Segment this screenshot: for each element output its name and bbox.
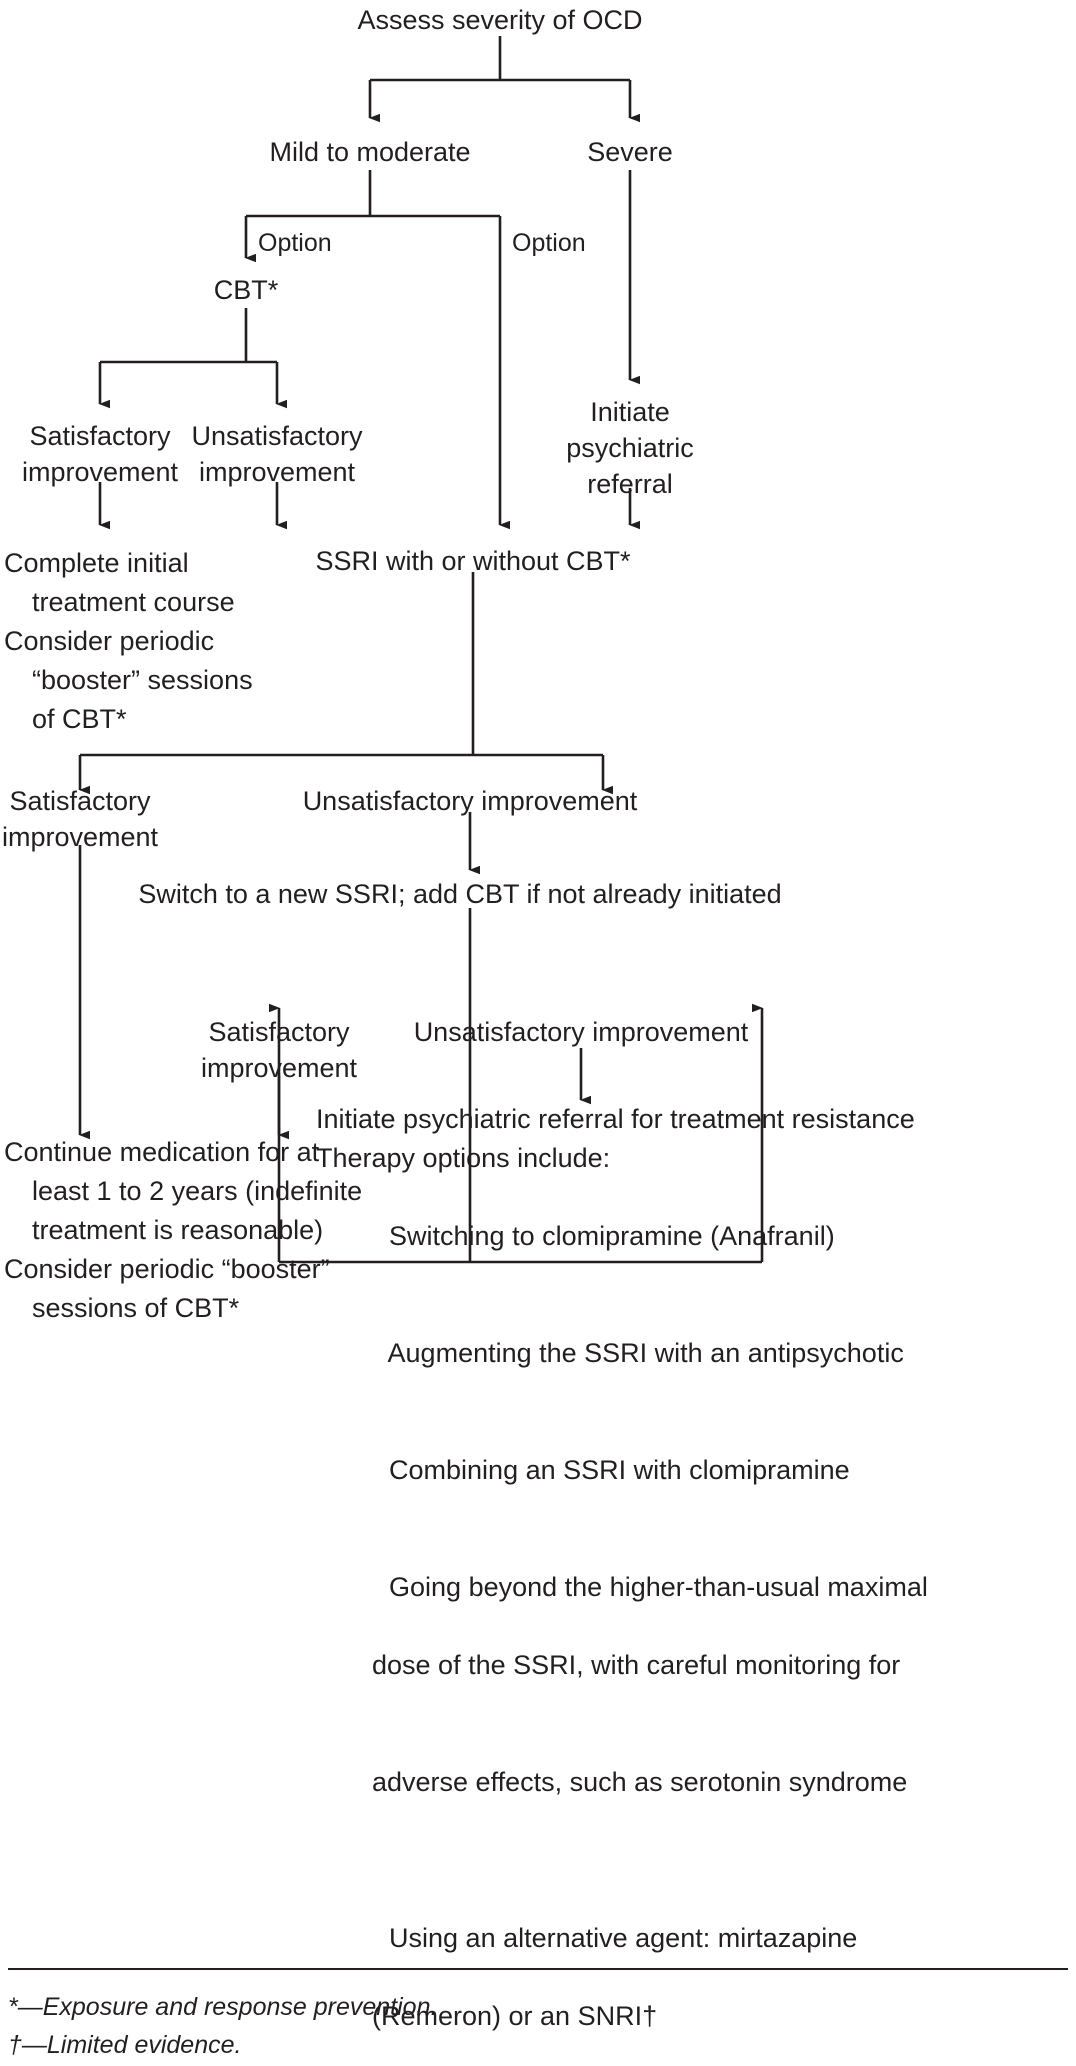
footnote-asterisk: *—Exposure and response prevention.	[8, 1993, 438, 2021]
block-line: treatment course	[32, 587, 235, 617]
node-assess-severity: Assess severity of OCD	[357, 5, 643, 35]
node-unsatisfactory-improvement-2: Unsatisfactory improvement	[302, 786, 638, 816]
block-line: “booster” sessions	[32, 665, 253, 695]
therapy-option-text: (Remeron) or an SNRI†	[372, 2001, 658, 2031]
block-line: Continue medication for at	[4, 1137, 320, 1167]
therapy-option-item: Augmenting the SSRI with an antipsychoti…	[316, 1295, 1076, 1412]
node-severe: Severe	[587, 137, 673, 167]
footnote-dagger: †—Limited evidence.	[8, 2031, 242, 2059]
treatment-resistance-subheading: Therapy options include:	[316, 1143, 611, 1173]
therapy-option-item: Using an alternative agent: mirtazapine …	[316, 1880, 1076, 2066]
therapy-option-text: Augmenting the SSRI with an antipsychoti…	[387, 1338, 904, 1368]
edge-label-option-right: Option	[512, 229, 586, 257]
block-line: of CBT*	[32, 704, 127, 734]
therapy-option-text: Combining an SSRI with clomipramine	[389, 1455, 850, 1485]
footnote-divider	[8, 1968, 1068, 1970]
block-complete-initial-treatment: Complete initial treatment course Consid…	[4, 544, 344, 739]
edge-label-option-left: Option	[258, 229, 332, 257]
block-line: Consider periodic	[4, 626, 215, 656]
therapy-option-item: Switching to clomipramine (Anafranil)	[316, 1178, 1076, 1295]
node-unsatisfactory-improvement-1: Unsatisfactory improvement	[191, 421, 363, 487]
therapy-option-item: Going beyond the higher-than-usual maxim…	[316, 1529, 1076, 1880]
block-line: Consider periodic “booster”	[4, 1254, 330, 1284]
block-line: treatment is reasonable)	[32, 1215, 324, 1245]
therapy-option-text: Going beyond the higher-than-usual maxim…	[389, 1572, 928, 1602]
node-ssri-with-or-without-cbt: SSRI with or without CBT*	[315, 546, 631, 576]
node-satisfactory-improvement-1: Satisfactory improvement	[21, 421, 179, 487]
therapy-option-text: dose of the SSRI, with careful monitorin…	[372, 1650, 901, 1680]
node-unsatisfactory-improvement-3: Unsatisfactory improvement	[413, 1017, 749, 1047]
node-satisfactory-improvement-3: Satisfactory improvement	[200, 1017, 358, 1083]
node-initiate-psychiatric-referral: Initiate psychiatric referral	[566, 397, 694, 499]
block-line: sessions of CBT*	[32, 1293, 240, 1323]
node-mild-to-moderate: Mild to moderate	[269, 137, 471, 167]
node-cbt: CBT*	[213, 275, 279, 305]
node-switch-to-new-ssri: Switch to a new SSRI; add CBT if not alr…	[138, 879, 782, 909]
therapy-option-text: Switching to clomipramine (Anafranil)	[389, 1221, 835, 1251]
block-treatment-resistance-options: Initiate psychiatric referral for treatm…	[316, 1100, 1076, 2066]
block-line: Complete initial	[4, 548, 189, 578]
block-line: least 1 to 2 years (indefinite	[32, 1176, 363, 1206]
therapy-option-item: Combining an SSRI with clomipramine	[316, 1412, 1076, 1529]
footnotes: *—Exposure and response prevention. †—Li…	[8, 1988, 437, 2064]
therapy-option-text: adverse effects, such as serotonin syndr…	[372, 1767, 908, 1797]
node-satisfactory-improvement-2: Satisfactory improvement	[1, 786, 159, 852]
treatment-resistance-heading: Initiate psychiatric referral for treatm…	[316, 1104, 915, 1134]
therapy-option-text: Using an alternative agent: mirtazapine	[389, 1923, 858, 1953]
block-continue-medication: Continue medication for at least 1 to 2 …	[4, 1133, 363, 1328]
